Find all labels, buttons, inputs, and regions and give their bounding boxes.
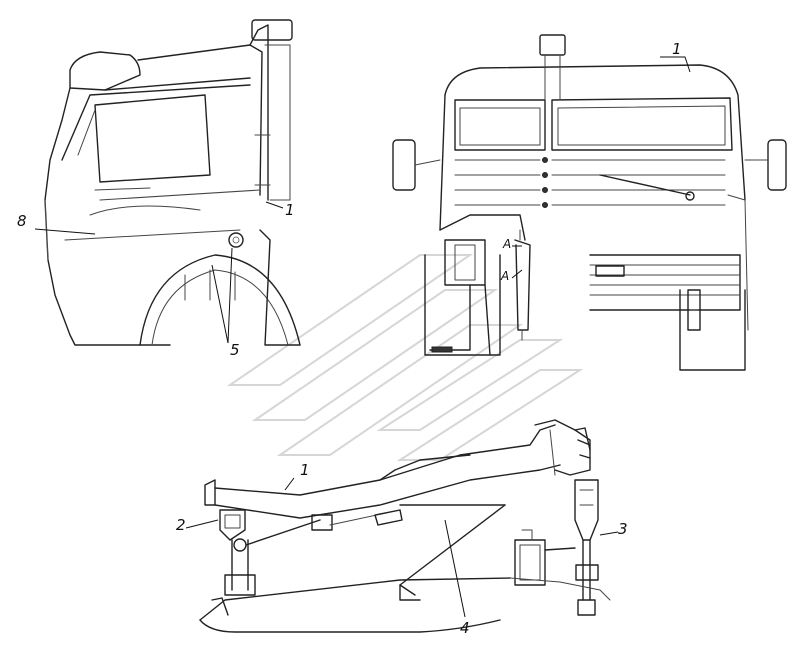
callout-A-upper: А: [503, 237, 512, 251]
callout-3: 3: [618, 520, 628, 538]
callout-1-cab-front: 1: [672, 40, 682, 58]
callout-5: 5: [230, 341, 240, 359]
callout-1-frame: 1: [300, 461, 310, 479]
callout-1-cab-side: 1: [285, 201, 295, 219]
callout-8: 8: [17, 212, 27, 230]
watermark-logo: [226, 254, 584, 461]
cab-tilt-mechanism: [199, 419, 611, 633]
callout-2: 2: [176, 516, 186, 534]
callout-A-lower: А: [501, 269, 510, 283]
cab-front-view: [392, 34, 787, 371]
callout-4: 4: [460, 619, 470, 637]
leader-lines: [34, 56, 691, 618]
cab-side-view: [44, 19, 301, 346]
